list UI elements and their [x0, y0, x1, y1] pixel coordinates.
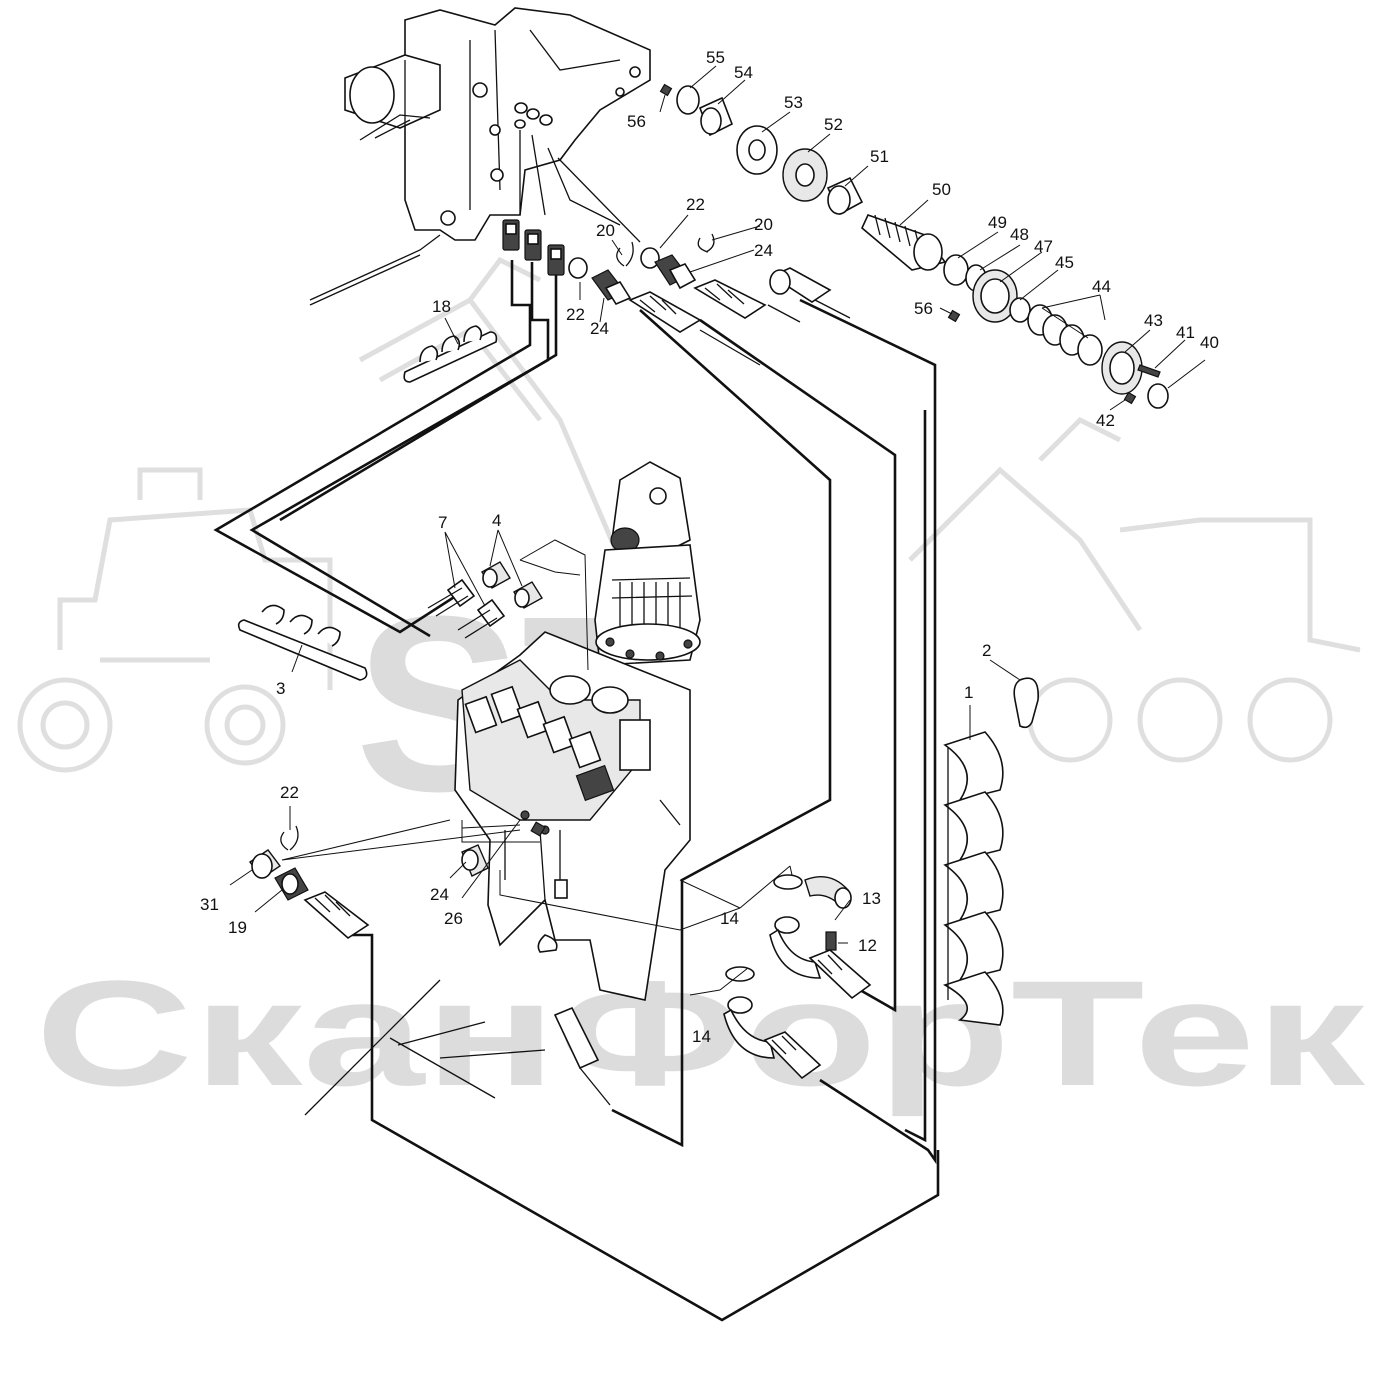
snap-hook-2: [1013, 677, 1039, 729]
upper-connectors: [502, 219, 565, 276]
spiral-guard-1: [943, 731, 1004, 1026]
stand-lines: [304, 979, 546, 1116]
callout-52: 52: [824, 115, 843, 134]
callout-24: 24: [754, 241, 773, 260]
callout-20: 20: [596, 221, 615, 240]
pipe-g: [348, 933, 940, 1322]
callout-1: 1: [964, 683, 973, 702]
callout-14: 14: [692, 1027, 711, 1046]
pipe-b: [249, 262, 550, 638]
callout-24: 24: [430, 885, 449, 904]
pipe-c: [279, 270, 558, 522]
callout-2: 2: [982, 641, 991, 660]
callout-12: 12: [858, 936, 877, 955]
pipe-e: [699, 318, 897, 1013]
callout-54: 54: [734, 63, 753, 82]
fittings-7-4: [427, 561, 543, 639]
callout-49: 49: [988, 213, 1007, 232]
hose-clip-18: [403, 325, 498, 383]
upper-parts-row: [659, 83, 1169, 409]
callout-labels: 55 54 56 53 52 51 50 22 20 20 24 22 24 4…: [200, 48, 1219, 1046]
callout-14: 14: [720, 909, 739, 928]
callout-13: 13: [862, 889, 881, 908]
callout-41: 41: [1176, 323, 1195, 342]
callout-44: 44: [1092, 277, 1111, 296]
lower-fittings: [248, 821, 872, 1106]
callout-22: 22: [280, 783, 299, 802]
callout-50: 50: [932, 180, 951, 199]
callout-20: 20: [754, 215, 773, 234]
callout-56: 56: [914, 299, 933, 318]
callout-40: 40: [1200, 333, 1219, 352]
callout-47: 47: [1034, 237, 1053, 256]
callout-7: 7: [438, 513, 447, 532]
watermark-tractor-left: [17, 467, 333, 773]
callout-48: 48: [1010, 225, 1029, 244]
pipe-d: [611, 309, 832, 1148]
pipe-h: [904, 410, 927, 1143]
callout-45: 45: [1055, 253, 1074, 272]
rotator-valve-assembly: [454, 461, 701, 1001]
callout-4: 4: [492, 511, 501, 530]
callout-53: 53: [784, 93, 803, 112]
callout-24: 24: [590, 319, 609, 338]
hose-clip-3: [237, 604, 368, 681]
callout-22: 22: [686, 195, 705, 214]
upper-fittings: [568, 233, 851, 366]
callout-43: 43: [1144, 311, 1163, 330]
pipe-a: [213, 260, 532, 634]
hydraulic-pipes: [213, 260, 940, 1322]
callout-22: 22: [566, 305, 585, 324]
callout-31: 31: [200, 895, 219, 914]
watermark-machine-right: [908, 416, 1361, 763]
callout-42: 42: [1096, 411, 1115, 430]
callout-3: 3: [276, 679, 285, 698]
leader-lines: [229, 65, 1206, 996]
callout-51: 51: [870, 147, 889, 166]
pipe-f: [799, 298, 937, 1165]
upper-housing-assembly: [309, 7, 651, 306]
callout-19: 19: [228, 918, 247, 937]
callout-26: 26: [444, 909, 463, 928]
callout-56: 56: [627, 112, 646, 131]
callout-18: 18: [432, 297, 451, 316]
callout-55: 55: [706, 48, 725, 67]
watermark-brand: СканФорТек: [35, 949, 1366, 1117]
